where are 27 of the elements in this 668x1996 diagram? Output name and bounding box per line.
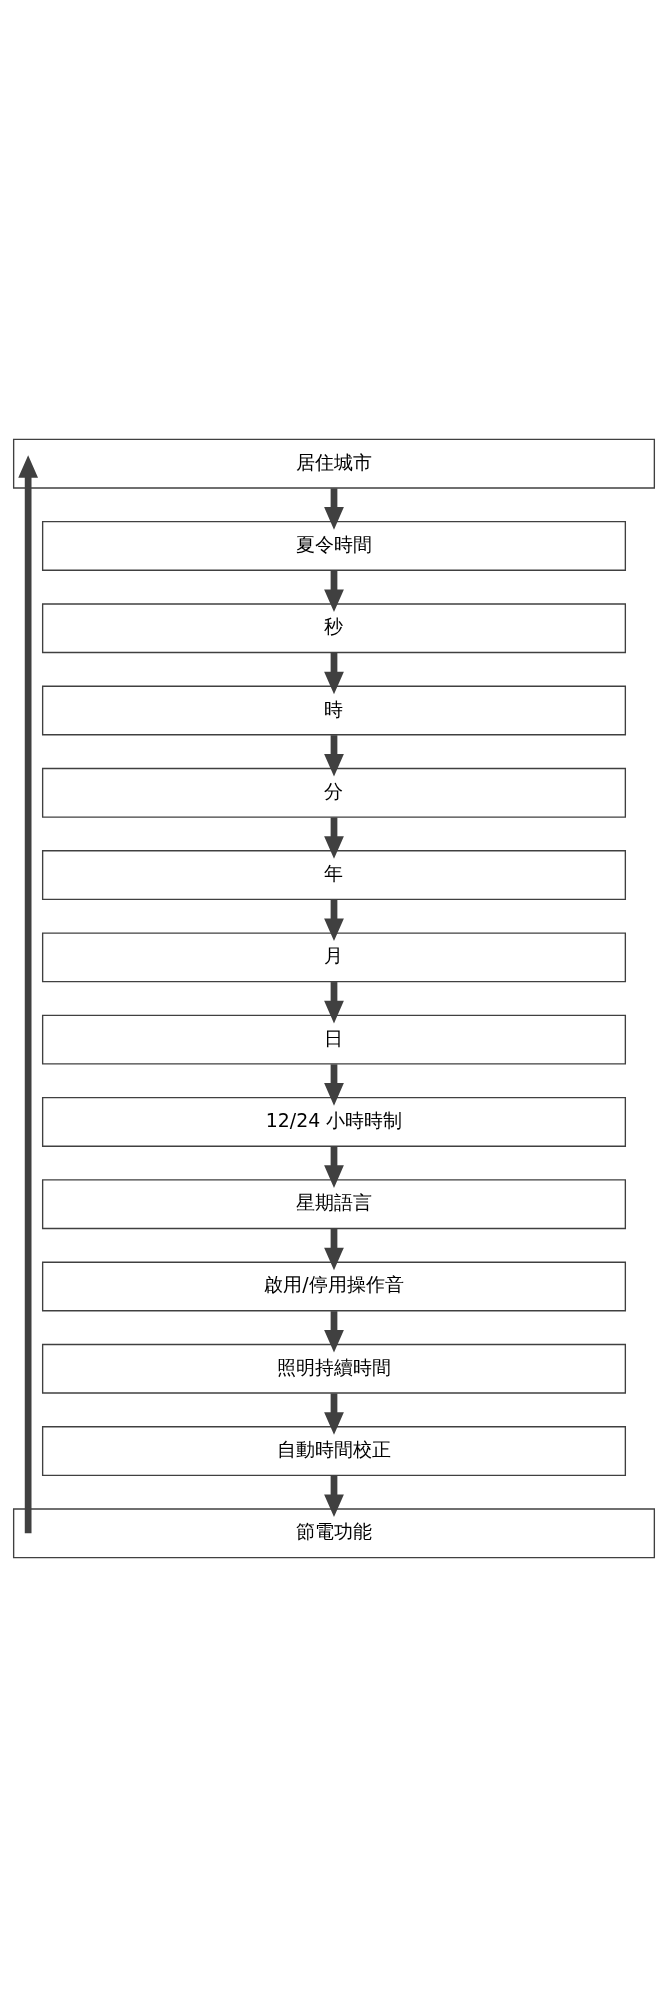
arrow [324, 1475, 344, 1517]
node-box: 12/24 小時時制 [41, 1096, 627, 1147]
node-box: 節電功能 [12, 1507, 656, 1558]
arrow [18, 454, 39, 1533]
arrow [324, 1063, 344, 1106]
node-box: 月 [41, 931, 627, 982]
arrow [324, 570, 344, 612]
node-box: 時 [41, 685, 627, 735]
node-box: 分 [41, 767, 627, 818]
node-box: 年 [41, 849, 627, 900]
node-box: 星期語言 [41, 1178, 627, 1229]
arrow [324, 899, 344, 941]
node-box: 自動時間校正 [41, 1425, 627, 1476]
node-box: 照明持續時間 [41, 1343, 627, 1394]
node-box: 啟用/停用操作音 [41, 1261, 627, 1311]
arrow [324, 1392, 344, 1435]
arrow [324, 734, 344, 777]
arrow [324, 1228, 344, 1270]
arrow [324, 1310, 344, 1352]
node-box: 日 [41, 1014, 627, 1065]
arrow [324, 487, 344, 530]
arrow [324, 652, 344, 694]
node-box: 夏令時間 [41, 520, 627, 571]
arrow [324, 981, 344, 1023]
node-box: 秒 [41, 602, 627, 653]
node-box: 居住城市 [12, 438, 656, 489]
arrow [324, 1146, 344, 1188]
